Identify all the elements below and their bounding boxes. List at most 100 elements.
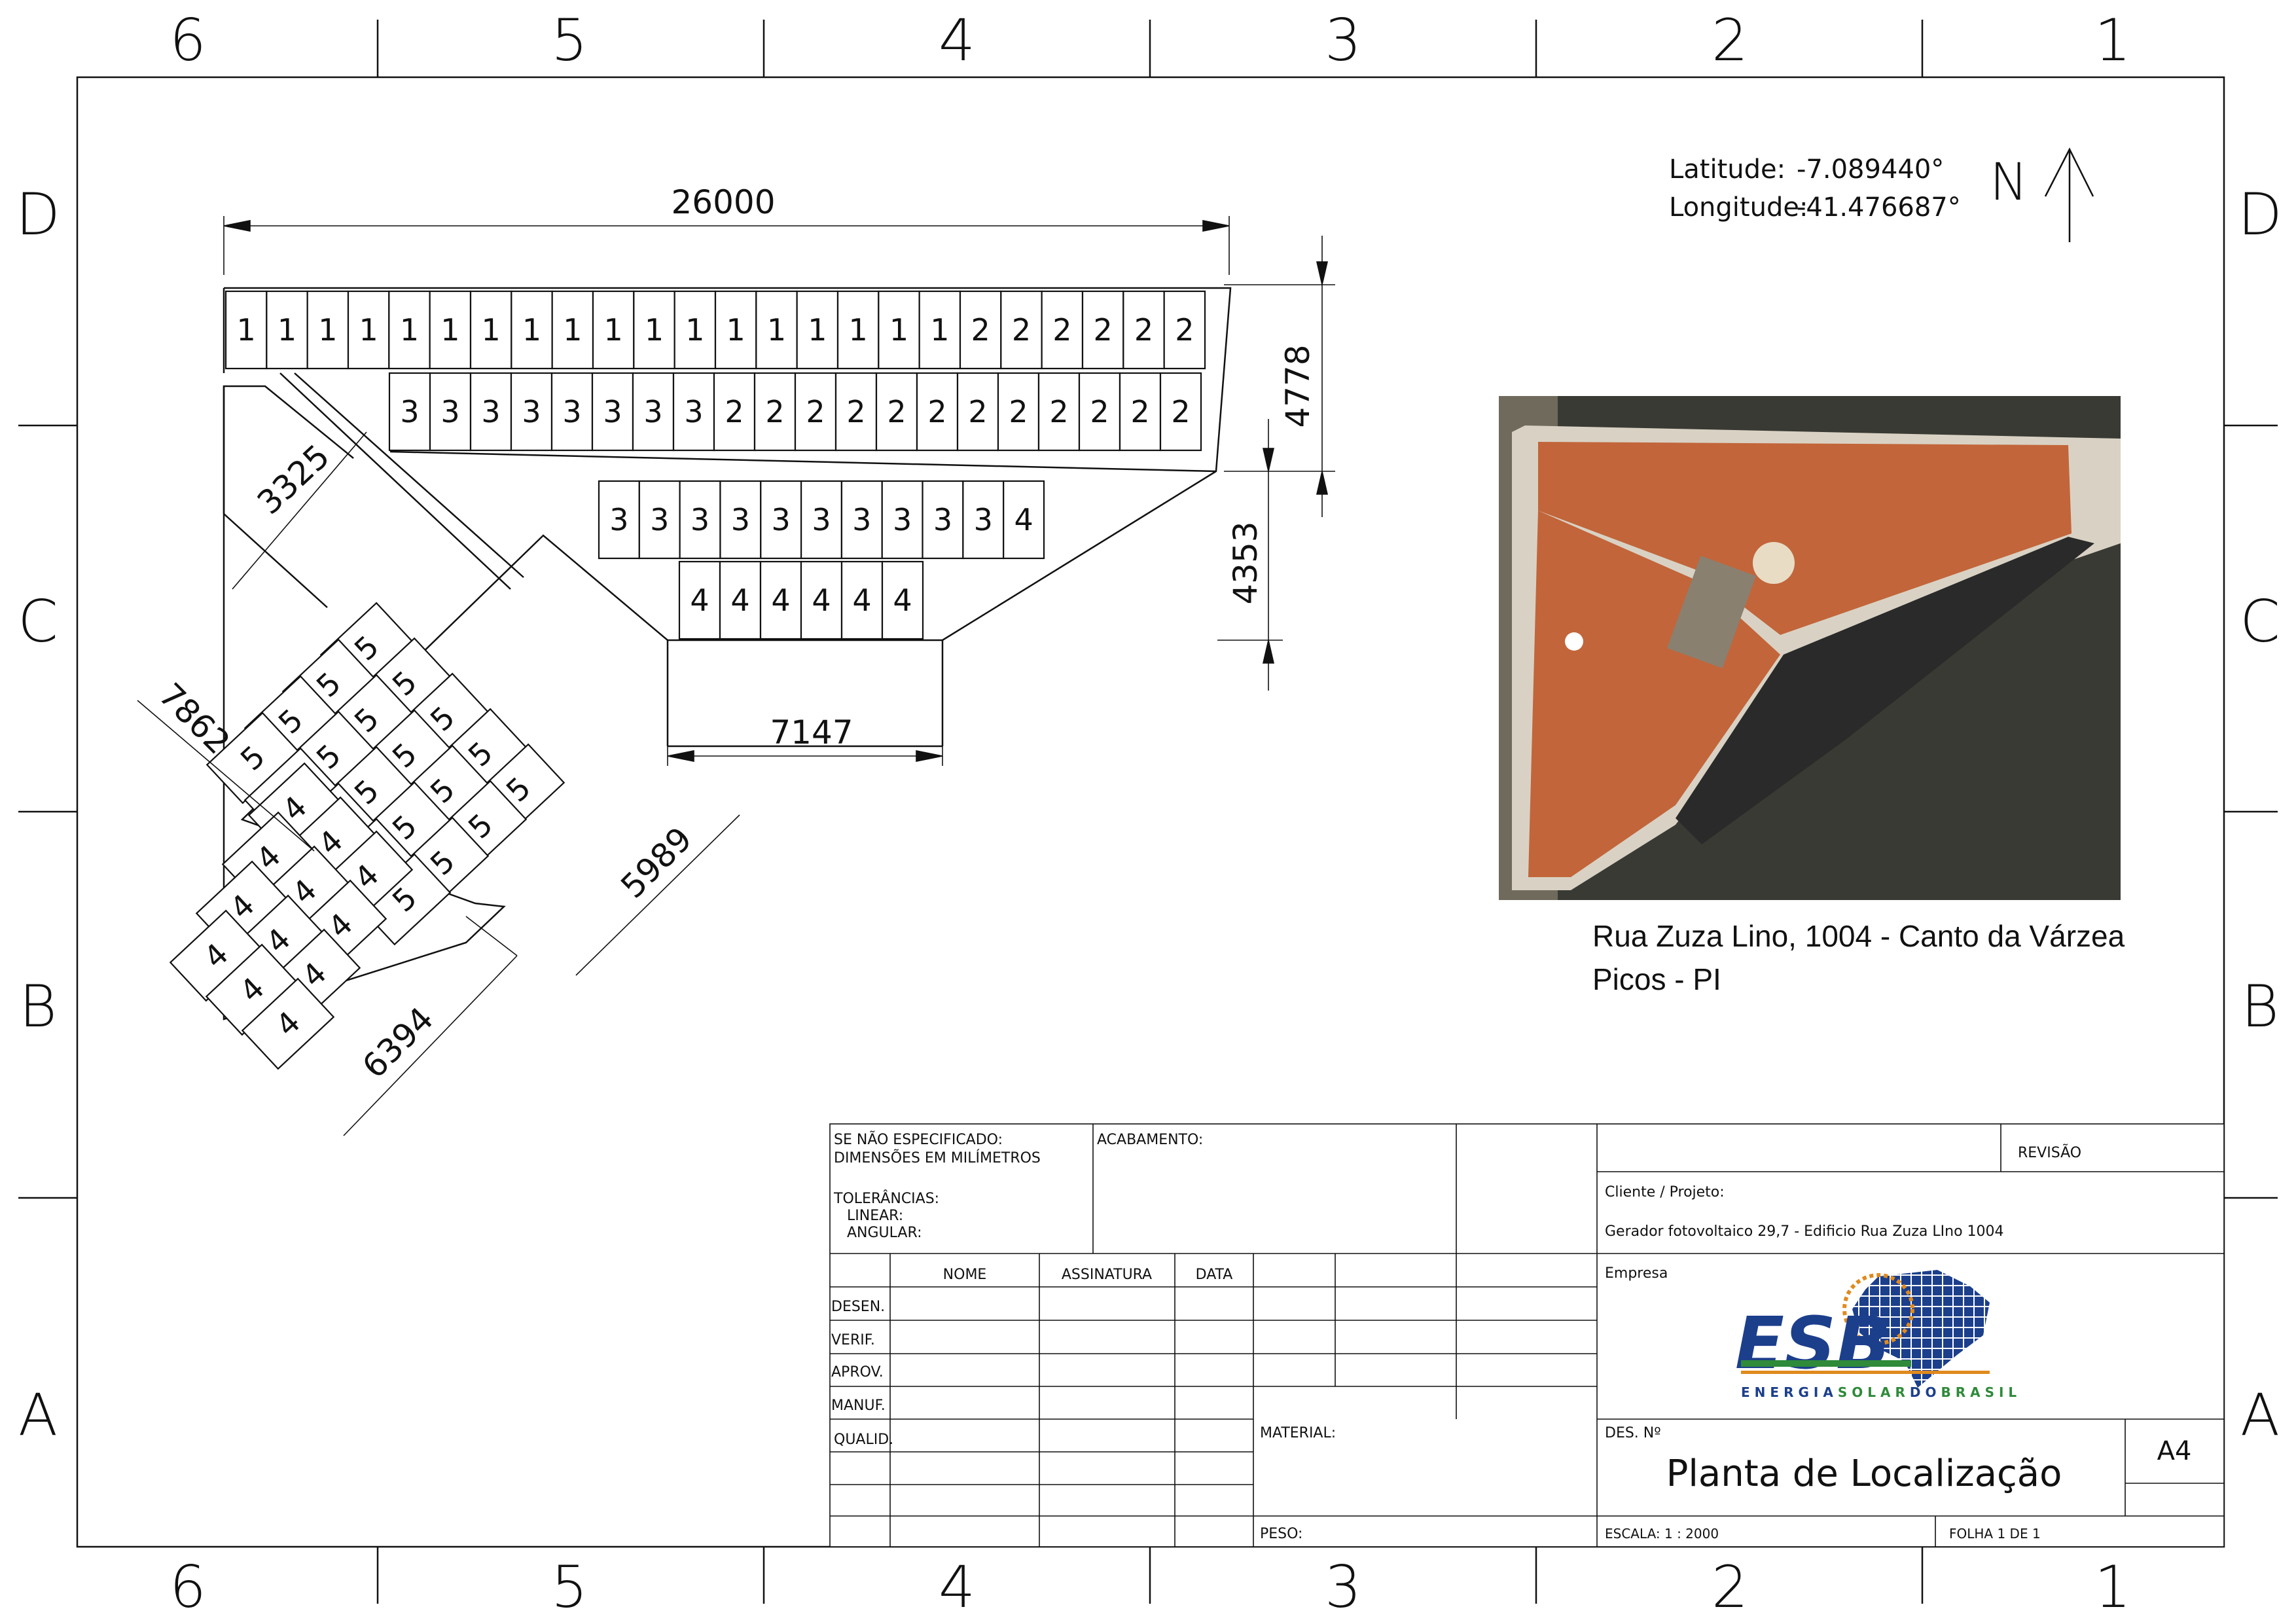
title-block <box>829 1123 2225 1547</box>
zone-row-b-left: B <box>19 973 57 1040</box>
zone-col-2-bottom: 2 <box>1712 1553 1748 1621</box>
module-number: 2 <box>1094 312 1113 348</box>
photo-dish <box>1565 632 1583 651</box>
sheet-number: FOLHA 1 DE 1 <box>1949 1526 2041 1542</box>
module-number: 2 <box>725 394 744 429</box>
pv-module-row3: 3 <box>679 480 721 560</box>
zone-row-b-right: B <box>2241 973 2279 1040</box>
pv-module-row1: 2 <box>1000 290 1043 370</box>
module-outline <box>794 372 837 452</box>
pv-module-row4: 4 <box>840 560 884 640</box>
module-number: 1 <box>930 312 949 348</box>
module-number: 2 <box>1175 312 1194 348</box>
module-number: 2 <box>1134 312 1153 348</box>
module-number: 1 <box>237 312 256 348</box>
pv-module-row2: 2 <box>916 372 959 452</box>
zone-col-1-bottom: 1 <box>2094 1553 2131 1621</box>
module-outline <box>388 290 431 370</box>
pv-module-row2: 2 <box>1078 372 1121 452</box>
pv-module-row3: 3 <box>800 480 843 560</box>
linear-label: LINEAR: <box>847 1208 903 1224</box>
latitude-label: Latitude: <box>1669 154 1785 185</box>
module-number: 2 <box>1171 394 1190 429</box>
pv-module-row1: 1 <box>673 290 717 370</box>
col-name-header: NOME <box>943 1267 987 1283</box>
logo-bar-orange <box>1741 1371 1990 1374</box>
module-outline <box>551 290 594 370</box>
finish-label: ACABAMENTO: <box>1097 1132 1203 1148</box>
zone-row-c-left: C <box>18 588 58 655</box>
pv-module-row4: 4 <box>719 560 762 640</box>
module-number: 3 <box>684 394 703 429</box>
module-number: 1 <box>849 312 868 348</box>
row-verif-label: VERIF. <box>831 1332 875 1348</box>
module-outline <box>760 480 802 560</box>
pv-module-row1: 1 <box>388 290 431 370</box>
company-label: Empresa <box>1605 1265 1668 1282</box>
module-outline <box>672 372 715 452</box>
pv-module-row1: 1 <box>429 290 472 370</box>
module-number: 3 <box>609 502 628 537</box>
tolerances-label: TOLERÂNCIAS: <box>833 1190 939 1207</box>
module-number: 3 <box>893 502 912 537</box>
pv-module-row1: 1 <box>511 290 553 370</box>
photo-roof-upper <box>1538 442 2072 635</box>
pv-module-row1: 1 <box>796 290 839 370</box>
module-outline <box>713 372 756 452</box>
module-number: 1 <box>522 312 541 348</box>
row-aprov-label: APROV. <box>831 1364 884 1380</box>
pv-module-row2: 2 <box>956 372 999 452</box>
pv-module-row1: 2 <box>1163 290 1206 370</box>
module-number: 1 <box>685 312 704 348</box>
pv-module-row1: 2 <box>1041 290 1084 370</box>
scale-label: ESCALA: 1 : 2000 <box>1605 1526 1719 1542</box>
module-outline <box>429 372 472 452</box>
pv-module-row1: 1 <box>469 290 512 370</box>
module-outline <box>511 290 553 370</box>
pv-module-row2: 3 <box>388 372 431 452</box>
module-outline <box>510 372 553 452</box>
module-number: 2 <box>1012 312 1031 348</box>
north-arrow-icon <box>2044 147 2094 242</box>
module-outline <box>800 560 843 640</box>
pv-module-group5: 5 <box>206 712 300 804</box>
pv-module-row3: 3 <box>598 480 640 560</box>
module-number: 2 <box>846 394 865 429</box>
module-number: 2 <box>927 394 946 429</box>
photo-umbrella <box>1753 542 1795 584</box>
pv-module-row1: 2 <box>1122 290 1165 370</box>
module-outline <box>633 290 675 370</box>
module-number: 2 <box>1052 312 1071 348</box>
module-number: 1 <box>278 312 296 348</box>
photo-water-tank <box>1667 556 1756 668</box>
module-outline <box>956 372 999 452</box>
pv-module-row2: 2 <box>1037 372 1081 452</box>
module-number: 4 <box>771 583 790 618</box>
dimension-3325: 3325 <box>250 437 337 522</box>
module-outline <box>347 290 390 370</box>
pv-module-row3: 4 <box>1003 480 1045 560</box>
pv-module-row2: 2 <box>753 372 797 452</box>
module-outline <box>1159 372 1202 452</box>
pv-module-row2: 3 <box>510 372 553 452</box>
module-outline <box>834 372 878 452</box>
module-outline <box>922 480 964 560</box>
module-number: 3 <box>643 394 662 429</box>
north-label: N <box>1990 153 2028 212</box>
module-number: 2 <box>1130 394 1149 429</box>
module-outline <box>840 560 884 640</box>
module-outline <box>592 290 635 370</box>
photo-shadow-side <box>1676 537 2094 844</box>
pv-module-row2: 2 <box>997 372 1040 452</box>
module-outline <box>224 290 268 370</box>
notes-line-1: SE NÃO ESPECIFICADO: <box>834 1130 1003 1148</box>
aerial-photo <box>1499 396 2121 900</box>
pv-module-row3: 3 <box>881 480 924 560</box>
dimension-7147: 7147 <box>770 713 853 751</box>
module-outline <box>679 480 721 560</box>
latitude-value: -7.089440° <box>1797 154 1944 185</box>
module-number: 2 <box>765 394 784 429</box>
module-outline <box>836 290 880 370</box>
angular-label: ANGULAR: <box>847 1225 922 1241</box>
